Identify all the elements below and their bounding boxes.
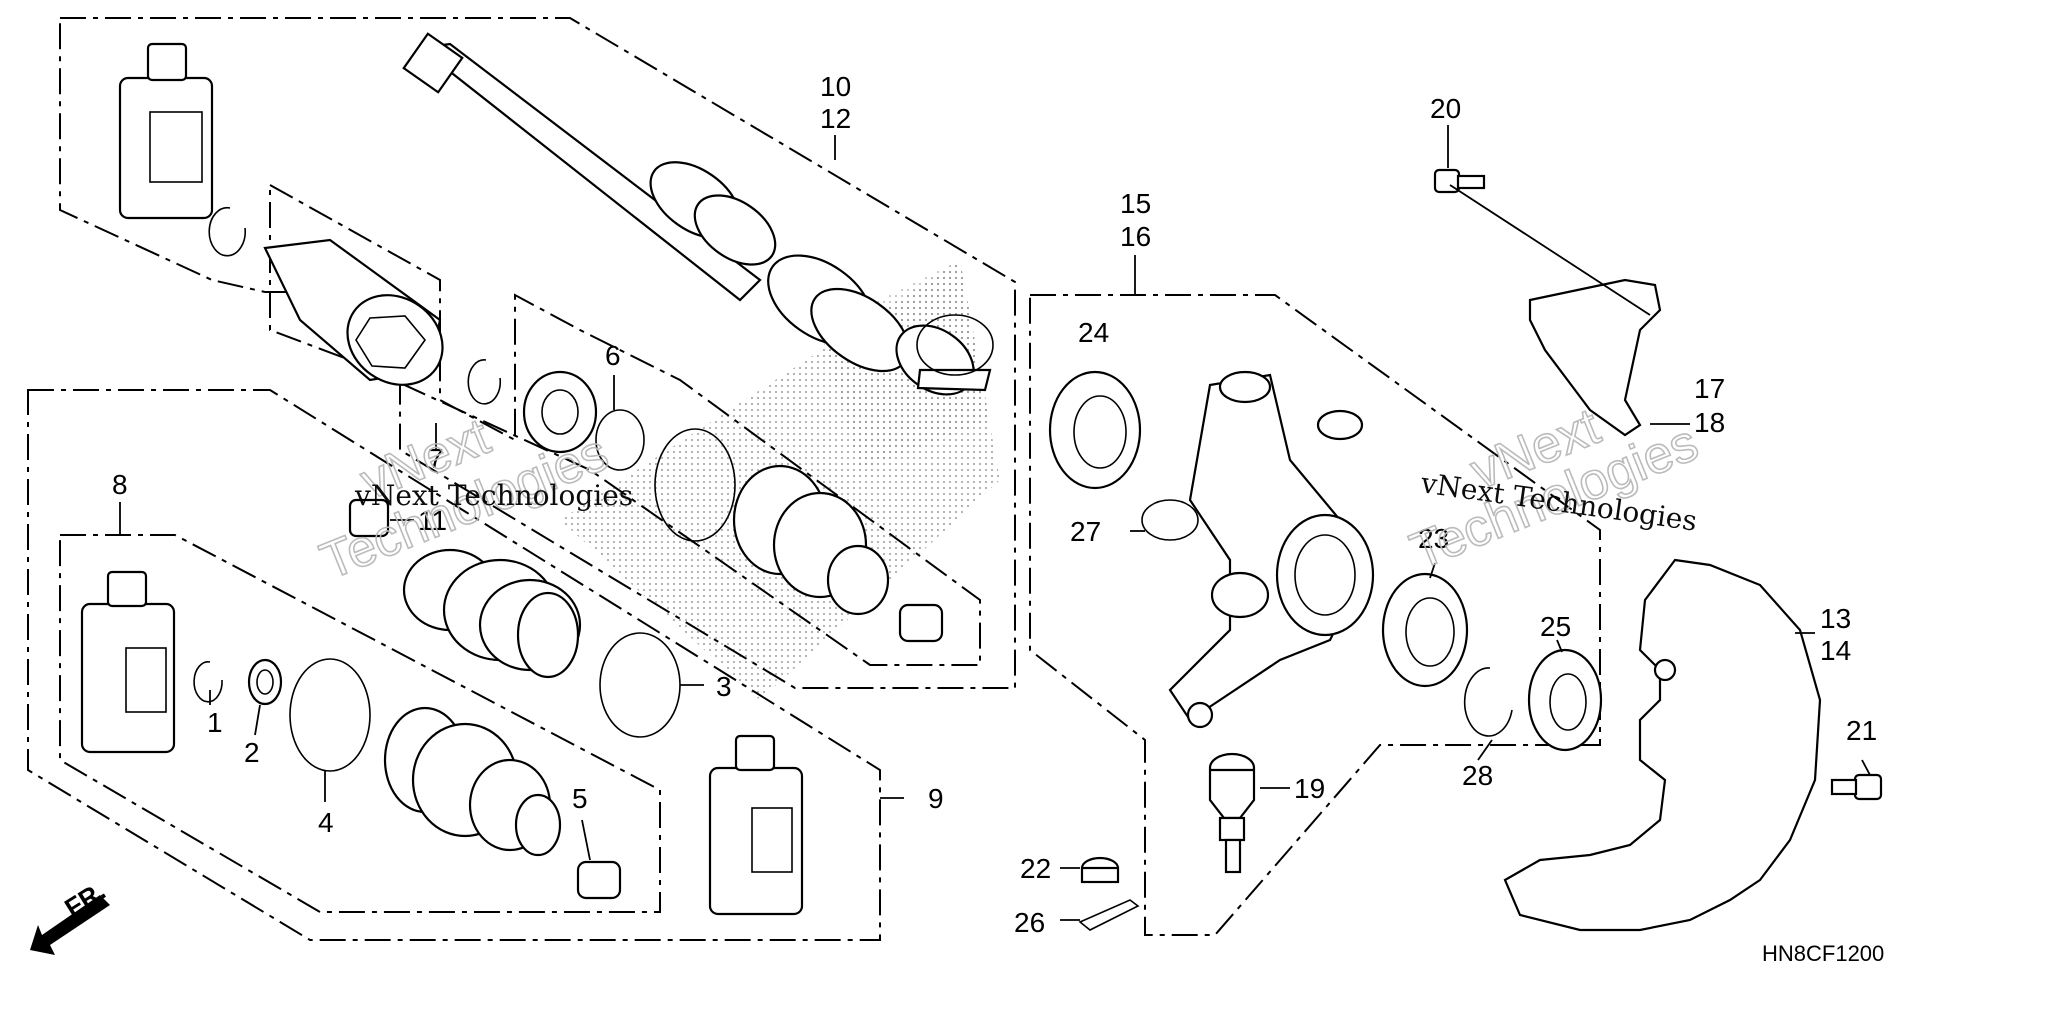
band-clip-right <box>898 603 944 643</box>
bearing-23 <box>1381 572 1469 688</box>
callout-16: 16 <box>1120 221 1151 252</box>
bearing-24 <box>1048 370 1142 490</box>
oil-bottle-right <box>708 734 804 916</box>
leader-lines <box>119 125 1871 921</box>
inner-cv-joint <box>263 238 444 386</box>
front-direction-label: FR. <box>59 875 110 923</box>
brake-shield-13 <box>1503 558 1822 932</box>
frame-outer-joint-set <box>27 389 881 941</box>
callout-9: 9 <box>928 783 944 814</box>
callout-13: 13 <box>1820 603 1851 634</box>
frame-knuckle <box>1029 294 1601 936</box>
band-clip-11 <box>348 498 390 538</box>
frame-inner-boot-set <box>59 534 661 913</box>
circlip-mid <box>467 359 502 405</box>
callout-5: 5 <box>572 783 588 814</box>
outer-boot <box>383 706 562 857</box>
callout-10: 10 <box>820 71 851 102</box>
callout-11: 11 <box>418 505 447 536</box>
bracket-17 <box>1528 278 1662 437</box>
callout-12: 12 <box>820 103 851 134</box>
callout-26: 26 <box>1014 907 1045 938</box>
callout-21: 21 <box>1846 715 1877 746</box>
callout-20: 20 <box>1430 93 1461 124</box>
ring-6 <box>595 409 645 471</box>
callout-4: 4 <box>318 807 334 838</box>
steering-knuckle <box>1168 370 1375 729</box>
callout-7: 7 <box>428 443 444 474</box>
ball-joint-19 <box>1208 752 1256 874</box>
cotter-pin-26 <box>1078 899 1140 931</box>
ring-2 <box>247 658 283 706</box>
callout-3: 3 <box>716 671 732 702</box>
shaft-boot-right <box>732 464 890 616</box>
callout-6: 6 <box>605 340 621 371</box>
cage-6 <box>522 370 598 454</box>
circlip-28 <box>1463 667 1513 737</box>
callout-22: 22 <box>1020 853 1051 884</box>
callout-15: 15 <box>1120 188 1151 219</box>
callout-1: 1 <box>207 707 223 738</box>
circlip-top <box>208 206 247 257</box>
boot-band-3 <box>599 632 681 738</box>
frame-cv-joint <box>269 183 981 666</box>
callout-8: 8 <box>112 469 128 500</box>
front-direction-arrow <box>30 895 110 955</box>
callout-24: 24 <box>1078 317 1109 348</box>
boot-band-shaft <box>916 314 994 376</box>
callout-18: 18 <box>1694 407 1725 438</box>
callout-28: 28 <box>1462 760 1493 791</box>
callout-2: 2 <box>244 737 260 768</box>
castle-nut-22 <box>1080 856 1120 884</box>
circlip-1 <box>193 661 223 703</box>
seal-25 <box>1527 648 1603 752</box>
oil-bottle-top <box>118 42 214 220</box>
snap-ring-27 <box>1141 499 1199 541</box>
bolt-21 <box>1830 773 1883 801</box>
bolt-20 <box>1433 168 1486 194</box>
band-clip-5 <box>576 860 622 900</box>
diagram-code: HN8CF1200 <box>1762 941 1884 966</box>
inner-boot <box>402 548 582 679</box>
callout-17: 17 <box>1694 373 1725 404</box>
callout-27: 27 <box>1070 516 1101 547</box>
watermark-right: vNext Technologies vNext Technologies <box>1402 397 1707 582</box>
callout-25: 25 <box>1540 611 1571 642</box>
oil-bottle-left <box>80 570 176 754</box>
boot-band-4 <box>289 658 371 772</box>
boot-band-top <box>654 428 736 542</box>
drive-shaft <box>402 32 992 396</box>
callout-labels: 1 2 3 4 5 6 7 8 9 10 12 11 13 14 15 16 1… <box>112 71 1877 938</box>
watermark-left-line: vNext Technologies <box>354 479 633 512</box>
callout-23: 23 <box>1418 523 1449 554</box>
callout-14: 14 <box>1820 635 1851 666</box>
callout-19: 19 <box>1294 773 1325 804</box>
